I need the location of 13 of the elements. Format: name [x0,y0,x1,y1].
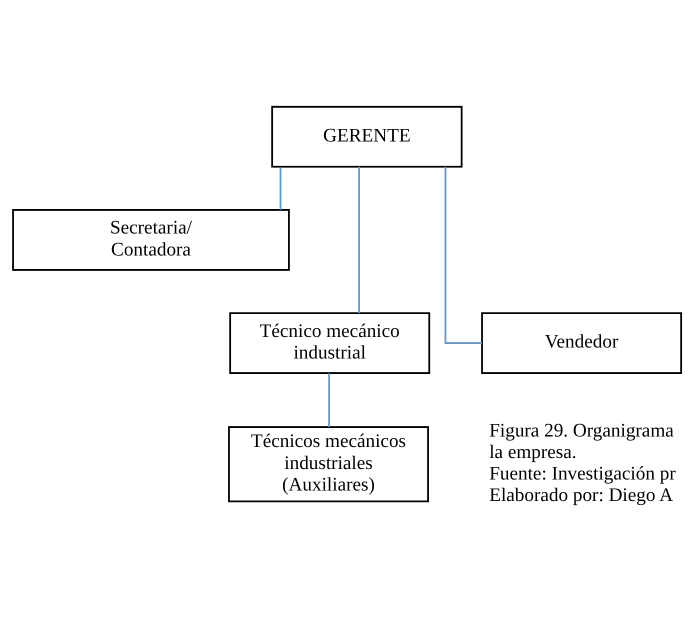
label: Figura 29. Organigrama [489,420,674,442]
node-box: GERENTE [271,106,463,168]
label: la empresa. [489,442,577,463]
node-box: Secretaria/ Contadora [12,209,290,271]
node-box: Técnico mecánico industrial [229,312,430,374]
connector [280,167,282,210]
connector [328,373,330,427]
connector [444,166,482,344]
label: Fuente: Investigación pr [489,464,676,485]
connector [358,166,360,314]
label: Elaborado por: Diego A [489,485,674,506]
node-box: Vendedor [481,312,682,374]
node-box: Técnicos mecánicos industriales (Auxiliares) [228,426,429,502]
